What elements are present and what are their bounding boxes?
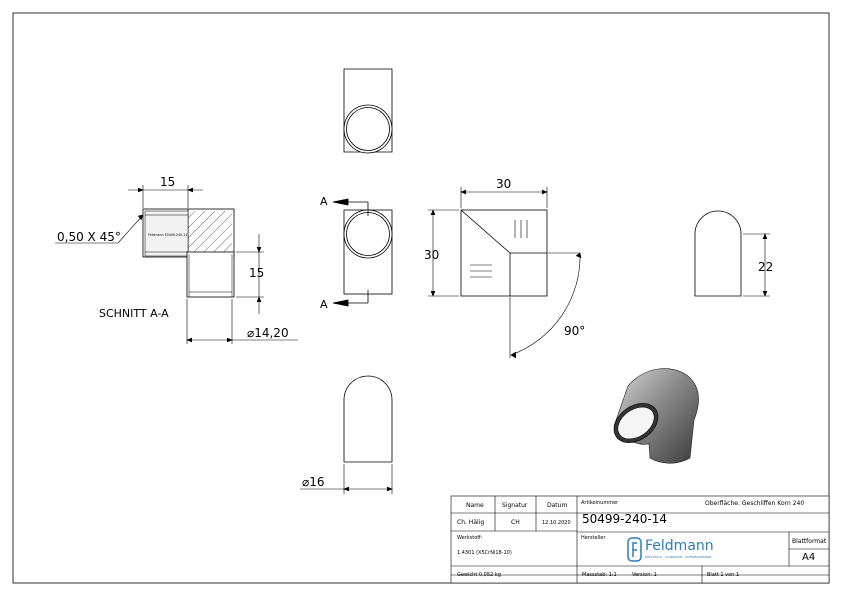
sheet-format-value: A4 (802, 552, 816, 563)
isometric-view (613, 368, 699, 464)
part-engraving-text: Feldmann 50499-240-14 (148, 233, 187, 237)
section-width-dimension: 15 (160, 175, 175, 189)
drawing-date: 12.10.2020 (542, 520, 571, 526)
elbow-width-dimension: 30 (496, 177, 511, 191)
feldmann-logo-text: Feldmann (645, 538, 714, 554)
feldmann-logo-tagline: EDELSTAHL · ALUMINIUM · SCHWEISSBAREN (645, 555, 712, 559)
drafter-name: Ch. Hälig (457, 519, 485, 526)
top-view (343, 68, 393, 154)
section-marker-bottom: A (320, 298, 328, 311)
section-marker-top: A (320, 195, 328, 208)
section-view (142, 208, 235, 298)
feldmann-logo-mark (627, 537, 642, 562)
material-value: 1.4301 (X5CrNi18-10) (457, 550, 512, 556)
manufacturer-label: Hersteller (581, 535, 606, 541)
sheet-format-label: Blattformat (792, 538, 827, 545)
elbow-view (460, 209, 548, 297)
side-view (694, 210, 770, 297)
version: Version: 1 (632, 572, 657, 578)
outer-diameter-dimension: ⌀16 (302, 475, 325, 489)
weight: Gewicht 0,052 kg (457, 572, 501, 578)
section-height-dimension: 15 (249, 266, 264, 280)
elbow-dimension-lines (428, 187, 582, 359)
article-number: 50499-240-14 (582, 512, 668, 526)
bottom-view (300, 375, 393, 494)
signature-header: Signatur (502, 502, 528, 509)
side-height-dimension: 22 (758, 260, 773, 274)
sheet-number: Blatt 1 von 1 (707, 572, 740, 578)
name-header: Name (466, 502, 484, 509)
section-dimension-lines (55, 185, 298, 344)
front-view (332, 198, 393, 307)
inner-diameter-dimension: ⌀14,20 (247, 326, 289, 340)
section-title: SCHNITT A-A (99, 307, 169, 320)
material-label: Werkstoff: (457, 535, 483, 541)
drafter-signature: CH (511, 519, 520, 526)
chamfer-dimension: 0,50 X 45° (57, 230, 121, 244)
article-number-label: Artikelnummer (581, 500, 619, 506)
surface-finish: Oberfläche: Geschliffen Korn 240 (705, 500, 805, 507)
elbow-height-dimension: 30 (424, 248, 439, 262)
angle-dimension: 90° (564, 324, 585, 338)
drawing-frame (12, 12, 830, 584)
date-header: Datum (547, 502, 568, 509)
scale: Massstab: 1:1 (582, 572, 617, 578)
